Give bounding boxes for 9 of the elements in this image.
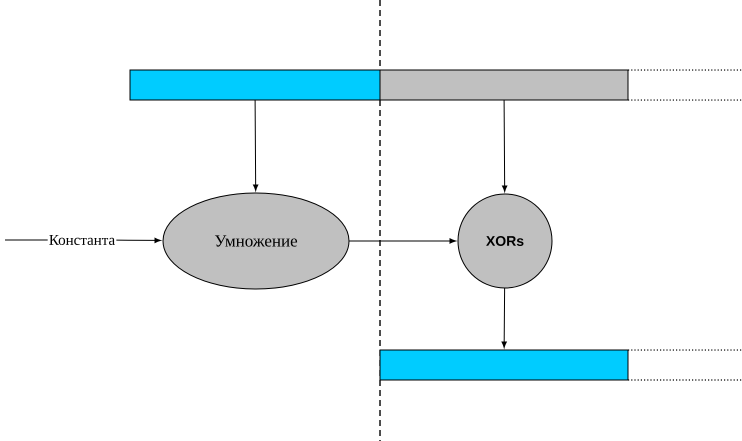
arrow	[502, 288, 507, 348]
arrow	[502, 100, 508, 192]
memory-bar	[380, 70, 628, 100]
arrow	[116, 238, 161, 244]
memory-bar	[130, 70, 380, 100]
constant-label: Константа	[48, 234, 116, 246]
arrow	[349, 238, 456, 244]
arrow	[253, 100, 258, 191]
memory-bar	[380, 349, 628, 380]
